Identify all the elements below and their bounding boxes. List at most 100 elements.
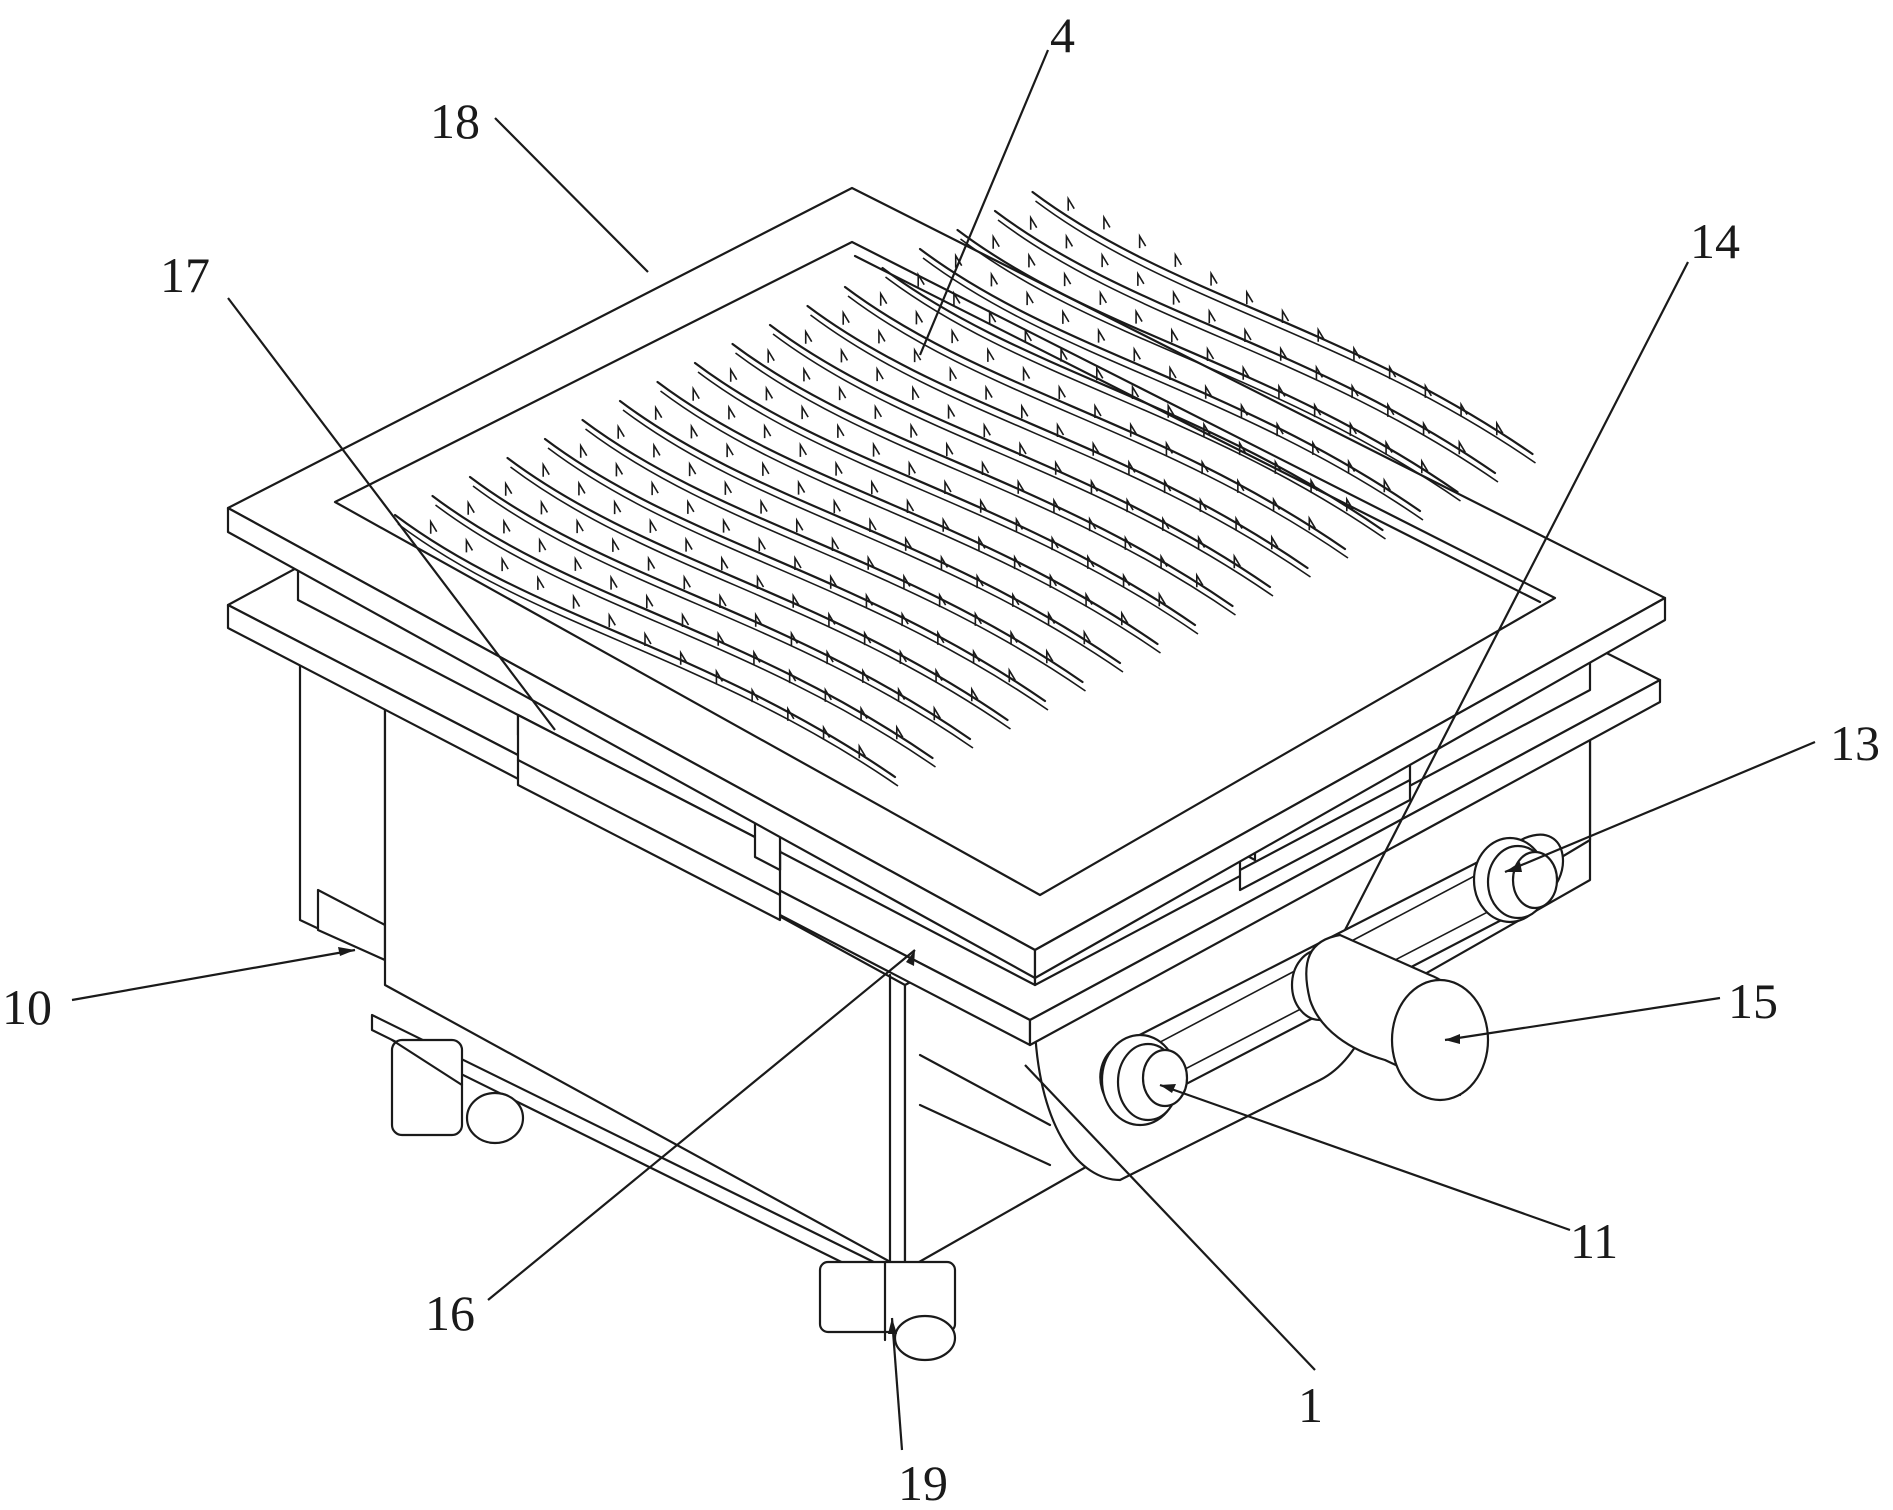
blade-tooth [912, 384, 920, 400]
reference-numerals: 1 4 10 11 13 14 15 16 17 18 19 [2, 7, 1880, 1510]
blade-tooth [981, 460, 990, 475]
blade-tooth [1315, 364, 1324, 380]
blade-tooth [1120, 610, 1129, 626]
top-frame [226, 186, 1667, 980]
blade-tooth [1278, 383, 1286, 399]
leader-19 [890, 1317, 904, 1451]
blade-tooth [1387, 401, 1395, 417]
blade-tooth [804, 328, 813, 344]
wavy-blade-edge [772, 333, 1274, 597]
blade-tooth [1126, 497, 1134, 513]
blade-tooth [972, 648, 981, 664]
blade-tooth [794, 555, 802, 570]
blade-tooth [862, 667, 870, 683]
blade-tooth [767, 347, 775, 363]
blade-tooth [840, 347, 849, 363]
blade-tooth [1026, 290, 1034, 306]
label-18: 18 [430, 93, 480, 149]
wavy-blade-edge [472, 485, 974, 749]
blade-tooth [1054, 459, 1063, 475]
blade-tooth [1097, 327, 1106, 343]
blade-tooth [992, 233, 1000, 249]
blade-tooth [1208, 308, 1216, 324]
blade-tooth [860, 705, 868, 721]
blade-tooth [1024, 327, 1033, 343]
blade-tooth [540, 499, 549, 515]
blade-tooth [576, 518, 584, 534]
blade-tooth [1012, 591, 1020, 607]
blade-tooth [983, 422, 991, 438]
blade-tooth [988, 309, 997, 325]
blade-tooth [1163, 478, 1172, 494]
blade-tooth [1128, 459, 1136, 475]
blade-tooth [970, 686, 979, 702]
blade-tooth [467, 499, 475, 515]
blade-tooth [838, 385, 847, 401]
blade-tooth [538, 537, 547, 553]
belt-drive [1099, 833, 1564, 1127]
blade-tooth [1167, 402, 1175, 418]
label-11: 11 [1570, 1213, 1618, 1269]
leader-4 [918, 49, 1050, 356]
blade-tooth [903, 573, 911, 589]
blade-tooth [1047, 610, 1056, 626]
blade-tooth [879, 290, 888, 306]
label-13: 13 [1830, 715, 1880, 771]
blade-tooth [1313, 402, 1322, 418]
blade-tooth [951, 328, 959, 344]
blade-tooth [762, 460, 770, 476]
blade-tooth [1424, 382, 1433, 398]
blade-tooth [687, 498, 695, 514]
wavy-blade [956, 228, 1459, 494]
wavy-blade-edge [1035, 200, 1536, 464]
blade-tooth [1124, 534, 1133, 550]
blade-tooth [1053, 497, 1061, 513]
wavy-blade [656, 380, 1159, 646]
blade-tooth [876, 366, 884, 382]
blade-tooth [910, 422, 918, 438]
blade-tooth [503, 518, 511, 534]
blade-tooth [1045, 648, 1054, 664]
blade-tooth [869, 517, 877, 532]
blade-tooth [1422, 420, 1431, 436]
label-14: 14 [1690, 213, 1740, 269]
blade-tooth [1172, 289, 1181, 305]
blade-tooth [1458, 439, 1466, 455]
blade-tooth [1013, 554, 1022, 570]
blade-tooth [1353, 345, 1361, 361]
blade-tooth [758, 536, 766, 552]
blade-tooth [874, 403, 883, 419]
blade-tooth [683, 574, 691, 590]
blade-tooth [1067, 195, 1075, 211]
blade-tooth [1160, 553, 1168, 569]
blade-tooth [651, 480, 659, 496]
label-15: 15 [1728, 973, 1778, 1029]
blade-tooth [1101, 252, 1109, 268]
wavy-blade-edge [885, 276, 1386, 540]
blade-tooth [953, 290, 961, 306]
blade-tooth [1169, 365, 1177, 380]
blade-tooth [870, 479, 879, 495]
blade-tooth [1060, 346, 1068, 362]
blade-tooth [835, 460, 843, 476]
leader-15 [1444, 996, 1721, 1042]
blade-tooth [797, 479, 806, 495]
blade-tooth [1460, 401, 1468, 417]
wavy-blade [468, 475, 972, 741]
leader-1 [1024, 1064, 1316, 1371]
wavy-blade-edge [397, 523, 899, 787]
blade-tooth [803, 366, 811, 382]
blade-tooth [1083, 629, 1091, 645]
blade-tooth [501, 556, 509, 572]
caster-left [390, 1038, 525, 1145]
blade-tooth [1345, 496, 1354, 512]
blade-tooth [978, 535, 986, 551]
blade-tooth [1240, 402, 1249, 418]
blade-tooth [858, 743, 866, 759]
blade-tooth [754, 611, 763, 627]
blade-tooth [1088, 516, 1097, 532]
blade-tooth [722, 517, 731, 533]
blade-tooth [1310, 477, 1318, 493]
wavy-blade [543, 437, 1047, 703]
